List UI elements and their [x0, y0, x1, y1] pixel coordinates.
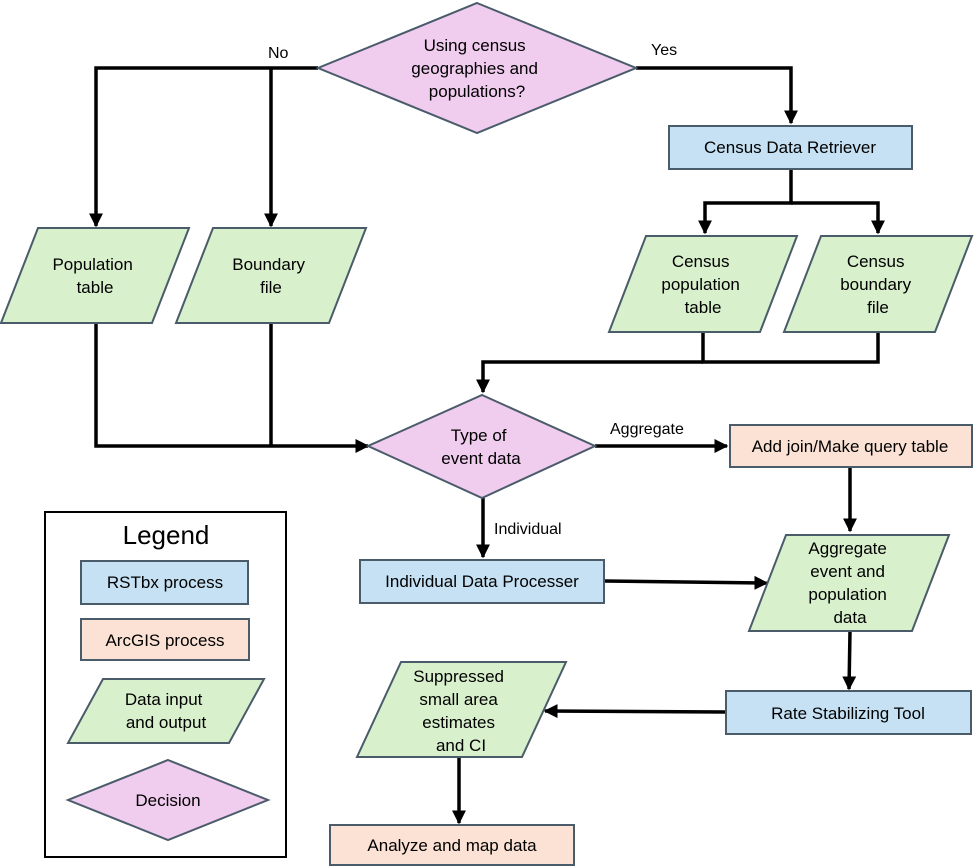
edge-no-to-population-table [89, 66, 318, 228]
census-data-retriever-label: Census Data Retriever [704, 138, 876, 157]
analyze-map-label: Analyze and map data [367, 836, 537, 855]
boundary-file-node: Boundary file [174, 227, 368, 324]
legend-item-data-io: Data input and output [66, 678, 266, 744]
edge-label-yes: Yes [651, 42, 677, 59]
edge-label-individual: Individual [494, 521, 562, 538]
legend-rstbx-label: RSTbx process [107, 573, 223, 592]
edge-processer-to-aggregate-data [603, 575, 769, 590]
legend: Legend RSTbx process ArcGIS process Data… [44, 511, 287, 858]
add-join-node: Add join/Make query table [729, 424, 973, 468]
legend-data-io-label: Data input and output [125, 690, 207, 732]
legend-item-arcgis: ArcGIS process [80, 618, 250, 661]
legend-decision-label: Decision [135, 791, 200, 810]
aggregate-data-label: Aggregate event and population data [808, 539, 891, 627]
suppressed-estimates-node: Suppressed small area estimates and CI [355, 661, 568, 758]
census-decision-node: Using census geographies and populations… [315, 1, 639, 135]
legend-title: Legend [123, 520, 210, 550]
edge-census-tables-merge [701, 332, 880, 364]
edges [89, 66, 885, 825]
boundary-file-label: Boundary file [232, 255, 310, 297]
edge-aggregate-data-to-rate-tool [842, 630, 857, 691]
census-boundary-file-label: Census boundary file [840, 252, 916, 317]
census-data-retriever-node: Census Data Retriever [668, 125, 913, 170]
event-type-decision-node: Type of event data [365, 393, 598, 500]
census-decision-label: Using census geographies and populations… [411, 36, 542, 101]
edge-label-no: No [268, 45, 289, 62]
event-type-decision-label: Type of event data [441, 426, 521, 468]
legend-arcgis-label: ArcGIS process [105, 631, 224, 650]
rate-stabilizing-tool-node: Rate Stabilizing Tool [725, 690, 972, 735]
population-table-label: Population table [52, 255, 137, 297]
edge-population-table-to-event-type [94, 323, 370, 453]
add-join-label: Add join/Make query table [752, 437, 949, 456]
population-table-node: Population table [0, 227, 191, 324]
edge-census-to-event-type [476, 360, 703, 394]
individual-processer-label: Individual Data Processer [385, 572, 579, 591]
rate-stabilizing-tool-label: Rate Stabilizing Tool [771, 704, 925, 723]
aggregate-data-node: Aggregate event and population data [747, 534, 951, 632]
individual-processer-node: Individual Data Processer [359, 559, 605, 604]
edge-retriever-split [698, 170, 793, 235]
analyze-map-node: Analyze and map data [329, 824, 575, 866]
edge-rate-tool-to-suppressed [543, 704, 727, 719]
legend-item-decision: Decision [65, 758, 271, 842]
census-population-table-node: Census population table [607, 235, 799, 333]
edge-label-aggregate: Aggregate [610, 421, 684, 438]
edge-retriever-to-census-boundary [791, 201, 885, 235]
legend-item-rstbx: RSTbx process [80, 560, 249, 605]
census-population-table-label: Census population table [661, 252, 744, 317]
edge-yes-to-census-retriever [636, 66, 798, 125]
census-boundary-file-node: Census boundary file [782, 235, 974, 333]
suppressed-estimates-label: Suppressed small area estimates and CI [413, 667, 508, 755]
